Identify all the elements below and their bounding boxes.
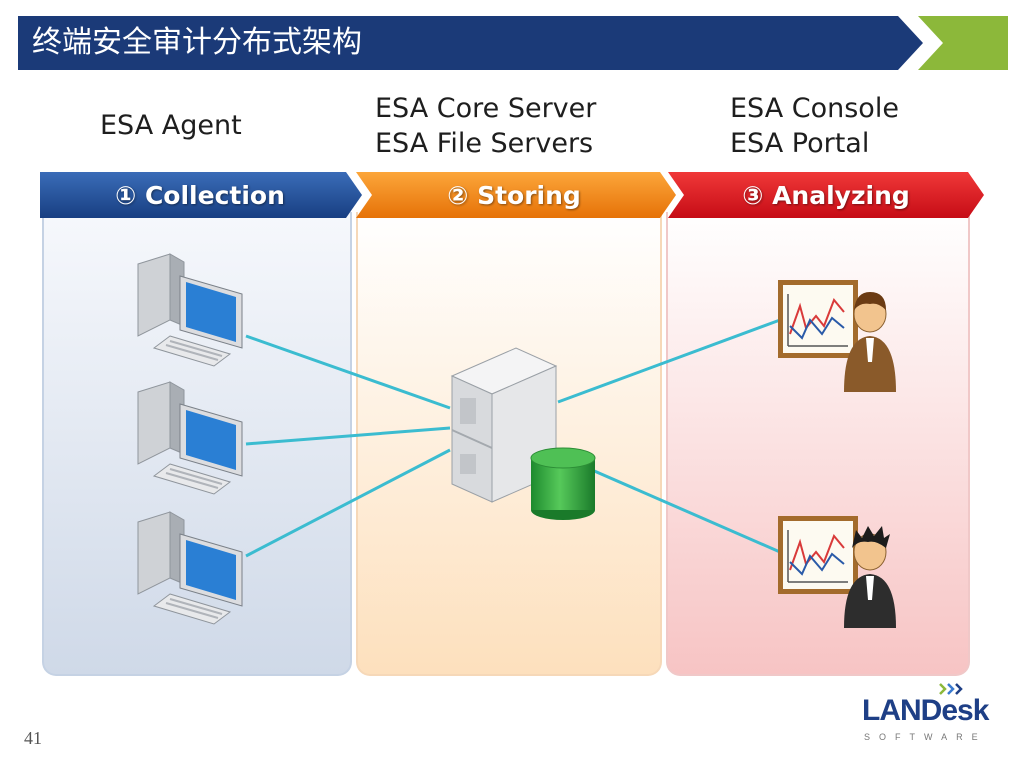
slide-title: 终端安全审计分布式架构	[32, 25, 362, 60]
desktop-computer-icon	[137, 381, 243, 495]
title-bar-shape	[18, 16, 1008, 70]
logo-chevron-icon	[939, 683, 963, 695]
landesk-logo: LANDesk SOFTWARE	[860, 682, 990, 748]
agent-role-label: ESA Agent	[100, 110, 242, 141]
desktop-computer-icon	[137, 253, 243, 367]
page-number: 41	[24, 728, 42, 748]
portal-role-label: ESA Portal	[730, 128, 870, 159]
storing-stage-chevron	[356, 172, 676, 218]
analyst-chart-icon	[778, 280, 896, 392]
analyst-chart-icon	[778, 516, 896, 628]
stage-label-storing: ② Storing	[447, 181, 581, 210]
core-server-role-label: ESA Core Server	[375, 93, 597, 124]
logo-subtitle: SOFTWARE	[864, 732, 987, 742]
file-servers-role-label: ESA File Servers	[375, 128, 594, 159]
console-role-label: ESA Console	[730, 93, 899, 124]
stage-label-analyzing: ③ Analyzing	[742, 181, 910, 210]
stage-label-collection: ① Collection	[115, 181, 285, 210]
stage-header	[40, 172, 984, 218]
database-cylinder-icon	[530, 447, 596, 520]
title-bar: 终端安全审计分布式架构	[18, 16, 1008, 70]
collection-stage-chevron	[40, 172, 362, 218]
logo-name: LANDesk	[862, 694, 989, 727]
desktop-computer-icon	[137, 511, 243, 625]
analyzing-stage-chevron	[668, 172, 984, 218]
